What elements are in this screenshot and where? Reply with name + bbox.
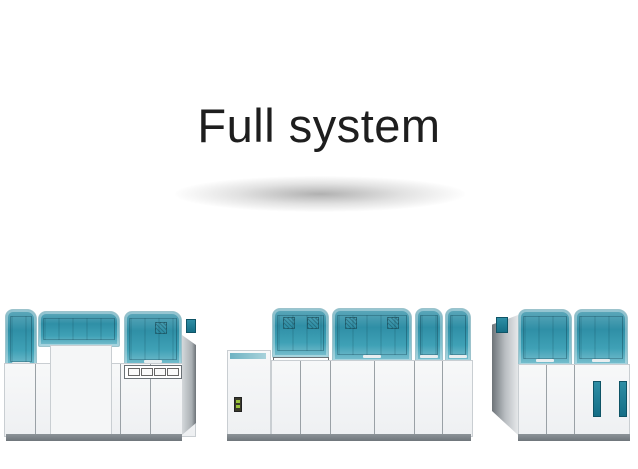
page-title: Full system <box>197 99 441 152</box>
side-panel <box>492 315 518 435</box>
side-window <box>496 317 508 333</box>
door-window <box>619 381 627 417</box>
hood-1 <box>5 309 37 369</box>
base <box>227 434 471 441</box>
hood-1 <box>272 308 329 358</box>
hood-3 <box>124 311 182 367</box>
sample-loader <box>227 350 271 437</box>
title-shadow <box>175 176 465 212</box>
reagent-tray <box>124 365 182 379</box>
side-window <box>186 319 196 333</box>
right-analyzer-module <box>490 305 638 445</box>
left-analyzer-module <box>0 305 200 445</box>
center-analyzer-module <box>225 305 475 445</box>
hood-2 <box>332 308 412 362</box>
center-panel <box>50 345 112 437</box>
base <box>6 434 182 441</box>
side-panel <box>182 335 196 435</box>
hood-2 <box>574 309 628 366</box>
base <box>518 434 630 441</box>
cabinet <box>518 364 630 437</box>
door-window <box>593 381 601 417</box>
hood-1 <box>518 309 572 366</box>
hood-3 <box>415 308 443 362</box>
hood-4 <box>445 308 471 362</box>
hood-2 <box>38 311 120 347</box>
cabinet <box>271 360 473 437</box>
status-led <box>234 397 242 412</box>
